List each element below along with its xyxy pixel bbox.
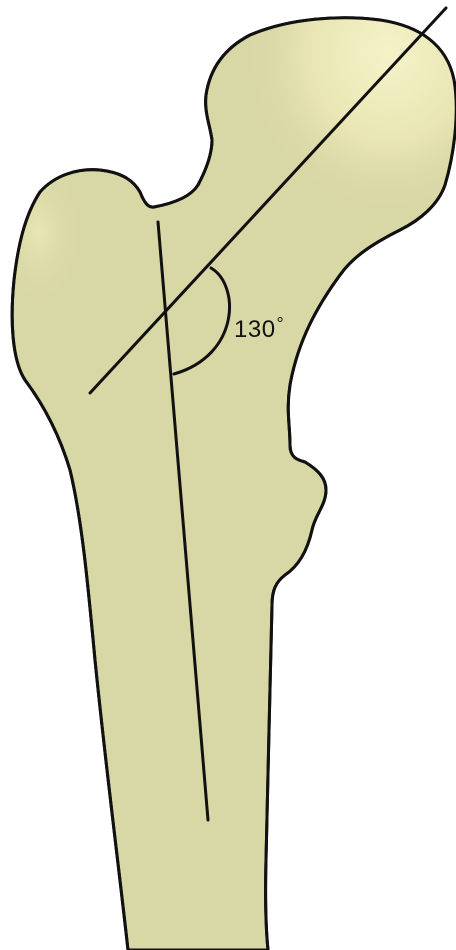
angle-value: 130 — [234, 316, 276, 343]
degree-symbol: ° — [277, 314, 284, 334]
femur-head-highlight — [187, 18, 456, 317]
angle-label: 130° — [234, 318, 284, 342]
